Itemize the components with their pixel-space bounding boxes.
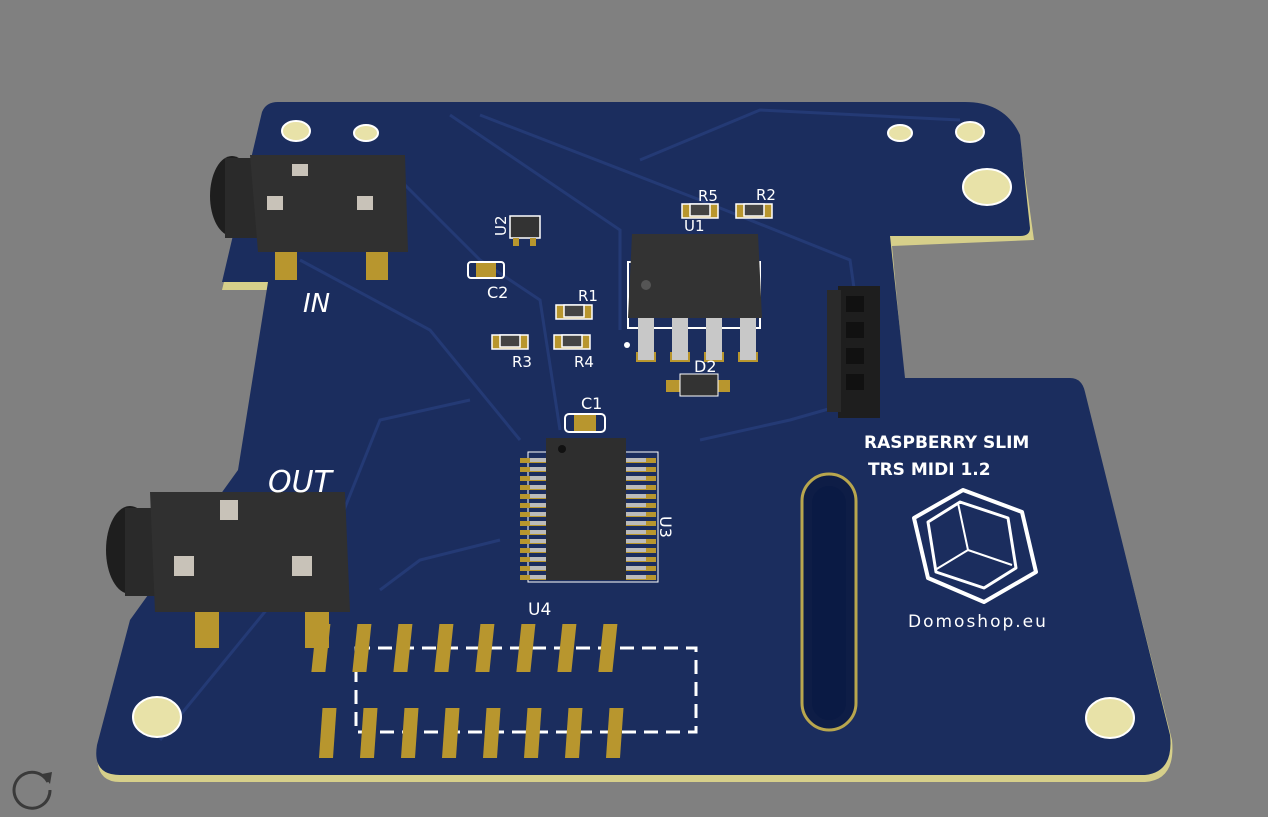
- u3-pin: [530, 467, 546, 471]
- u4-pad: [318, 708, 337, 758]
- u3-pin: [530, 458, 546, 462]
- ref-u1: U1: [684, 217, 705, 235]
- u3-pin: [626, 575, 646, 579]
- u3-pin: [530, 548, 546, 552]
- u3-pin: [626, 476, 646, 480]
- u4-pad: [605, 708, 624, 758]
- pcb-board: [96, 102, 1171, 775]
- u4-edge-connector: [311, 624, 698, 758]
- u3-pin: [530, 494, 546, 498]
- u4-pad: [482, 708, 501, 758]
- u4-pad: [523, 708, 542, 758]
- d2-diode: [666, 373, 730, 397]
- brand-text: Domoshop.eu: [908, 612, 1048, 632]
- u3-pin: [626, 485, 646, 489]
- ref-c1: C1: [581, 394, 602, 413]
- u3-pin: [530, 476, 546, 480]
- u3-pin: [530, 530, 546, 534]
- ref-u2: U2: [492, 215, 510, 236]
- label-in: IN: [303, 289, 330, 319]
- board-title-line1: RASPBERRY SLIM: [864, 433, 1029, 453]
- u3-pin: [626, 458, 646, 462]
- u3-pin: [530, 557, 546, 561]
- rotate-icon: [12, 770, 52, 810]
- u3-pin: [530, 503, 546, 507]
- pin-header-4: [827, 286, 880, 418]
- u3-ssop: [520, 438, 659, 583]
- u4-pad: [564, 708, 583, 758]
- resistors: [491, 203, 773, 350]
- ref-r5: R5: [698, 187, 718, 205]
- board-title-line2: TRS MIDI 1.2: [868, 460, 991, 480]
- u3-pin: [530, 575, 546, 579]
- ref-u4: U4: [528, 600, 551, 620]
- u4-pad: [557, 624, 577, 672]
- u3-pin: [626, 530, 646, 534]
- ref-d2: D2: [694, 357, 717, 376]
- u3-pin: [626, 557, 646, 561]
- u3-pin: [626, 494, 646, 498]
- u3-pin: [530, 521, 546, 525]
- c1-silk-outline: [564, 413, 606, 433]
- u3-pin: [530, 566, 546, 570]
- u4-pad: [598, 624, 618, 672]
- u3-pin: [626, 512, 646, 516]
- ref-u3: U3: [656, 516, 675, 538]
- c1-capacitor: [574, 415, 596, 431]
- jack-in: [210, 155, 408, 280]
- u3-pin: [626, 521, 646, 525]
- rotate-view-button[interactable]: [6, 760, 58, 812]
- u3-pin: [626, 467, 646, 471]
- u4-pad: [393, 624, 413, 672]
- u4-pad: [400, 708, 419, 758]
- board-slot-inner: [812, 486, 846, 720]
- u1-soic8: [624, 234, 762, 362]
- u3-pin: [626, 539, 646, 543]
- u4-pad: [359, 708, 378, 758]
- domoshop-logo: [912, 488, 1038, 604]
- u3-pin: [626, 566, 646, 570]
- u4-pad: [441, 708, 460, 758]
- ref-c2: C2: [487, 283, 508, 302]
- label-out: OUT: [268, 465, 335, 500]
- u3-pin: [530, 539, 546, 543]
- ref-r1: R1: [578, 287, 598, 305]
- u3-pin1-marker: [558, 445, 566, 453]
- ref-r2: R2: [756, 186, 776, 204]
- u3-body: [546, 438, 626, 580]
- u3-pin: [530, 485, 546, 489]
- u4-pad: [516, 624, 536, 672]
- ref-r3: R3: [512, 353, 532, 371]
- c2-capacitor: [476, 263, 496, 277]
- ref-r4: R4: [574, 353, 594, 371]
- mounting-holes: [132, 120, 1135, 739]
- u4-pad: [352, 624, 372, 672]
- u4-pad: [434, 624, 454, 672]
- u3-pin: [530, 512, 546, 516]
- u4-pad: [475, 624, 495, 672]
- c2-silk-outline: [467, 261, 505, 279]
- u2-sot: [509, 215, 541, 246]
- u3-pin: [626, 503, 646, 507]
- u3-pin: [626, 548, 646, 552]
- u4-pad: [311, 624, 331, 672]
